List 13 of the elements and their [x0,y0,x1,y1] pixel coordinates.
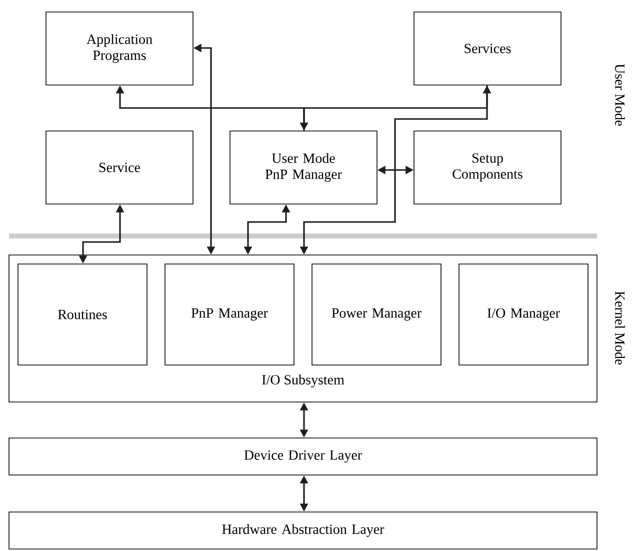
program-box: Application Programs [46,12,194,86]
services-box: Services [414,12,562,86]
mode-label: User Mode [615,64,625,126]
mode-label: Kernel Mode [615,291,625,365]
routines-box: Routines [18,264,148,366]
layer-box: Device Driver Layer [8,438,598,476]
service-box: Service [46,130,194,204]
manager-box: User Mode PnP Manager [230,130,378,204]
manager-box: PnP Manager [164,264,294,366]
components-box: Setup Components [414,130,562,204]
manager-box: I/O Manager [458,264,588,366]
manager-box: Power Manager [312,264,442,366]
layer-box: Hardware Abstraction Layer [8,512,598,550]
